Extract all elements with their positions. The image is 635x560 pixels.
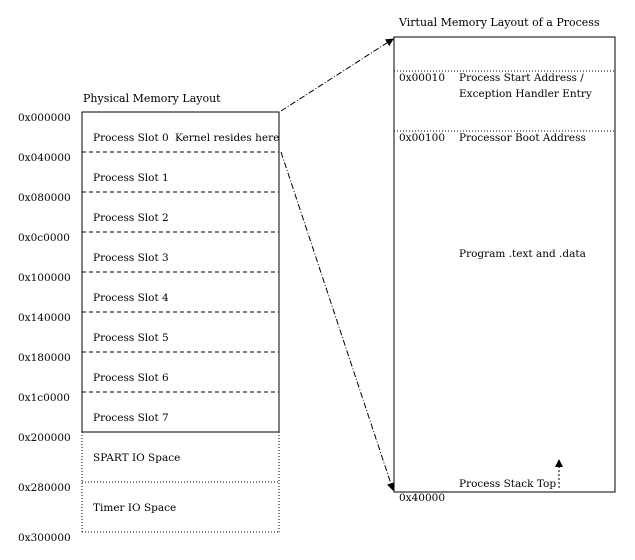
mapping-connectors [280, 38, 395, 491]
address-label: 0x100000 [18, 272, 71, 284]
physical-memory-title: Physical Memory Layout [83, 92, 221, 105]
program-label: Program .text and .data [459, 248, 586, 260]
address-label: 0x1c0000 [18, 392, 70, 404]
slot-label: Process Slot 7 [93, 412, 169, 424]
virtual-entry-label: Processor Boot Address [459, 132, 586, 144]
virtual-address-label: 0x00100 [399, 132, 445, 144]
io-region [81, 432, 280, 533]
slot-label: Process Slot 1 [93, 172, 169, 184]
slot-label: Process Slot 2 [93, 212, 169, 224]
slot-label: Process Slot 3 [93, 252, 169, 264]
address-label: 0x200000 [18, 432, 71, 444]
address-label: 0x180000 [18, 352, 71, 364]
physical-memory: Physical Memory Layout Process Slot 0 Ke… [18, 92, 280, 544]
address-label: 0x300000 [18, 532, 71, 544]
virtual-memory-box [393, 36, 616, 493]
connector-top-arrow [280, 38, 394, 112]
stack-label: Process Stack Top [459, 478, 556, 490]
virtual-dividers [394, 70, 615, 132]
slot-dividers [82, 151, 279, 393]
address-label: 0x080000 [18, 192, 71, 204]
virtual-entry-label: Process Start Address / [459, 72, 584, 84]
address-label: 0x000000 [18, 112, 71, 124]
io-label: Timer IO Space [93, 502, 176, 514]
io-label: SPART IO Space [93, 452, 180, 464]
virtual-memory: Virtual Memory Layout of a Process 0x000… [393, 16, 616, 504]
virtual-end-address: 0x40000 [399, 492, 445, 504]
connector-bottom-arrow [280, 151, 395, 491]
address-label: 0x140000 [18, 312, 71, 324]
address-labels: 0x000000 0x040000 0x080000 0x0c0000 0x10… [18, 112, 71, 544]
virtual-entry-label: Exception Handler Entry [459, 88, 592, 100]
virtual-memory-title: Virtual Memory Layout of a Process [398, 16, 600, 29]
slot-label: Process Slot 6 [93, 372, 169, 384]
virtual-address-label: 0x00010 [399, 72, 445, 84]
address-label: 0x280000 [18, 482, 71, 494]
slot-label: Process Slot 5 [93, 332, 169, 344]
slot-label: Process Slot 4 [93, 292, 169, 304]
slot-label: Process Slot 0 [93, 132, 169, 144]
kernel-note: Kernel resides here [175, 132, 279, 144]
address-label: 0x0c0000 [18, 232, 70, 244]
address-label: 0x040000 [18, 152, 71, 164]
